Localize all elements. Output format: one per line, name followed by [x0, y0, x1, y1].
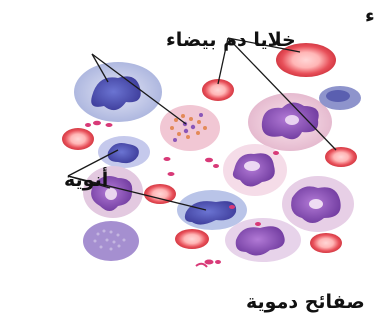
- label-red-blood-cells: خلايا دم حمراء: [365, 5, 374, 27]
- label-white-blood-cells: خلايا دم بيضاء: [166, 29, 296, 51]
- label-platelets: صفائح دموية: [246, 291, 365, 313]
- white-blood-cell: [177, 190, 247, 230]
- red-blood-cell: [175, 229, 209, 249]
- red-blood-cell: [325, 147, 357, 167]
- white-blood-cell: [319, 86, 361, 110]
- white-blood-cell: [282, 176, 354, 232]
- label-nuclei: أنوية: [64, 167, 108, 191]
- white-blood-cell: [74, 62, 162, 122]
- white-blood-cell: [98, 136, 150, 168]
- red-blood-cell: [62, 128, 94, 150]
- white-blood-cell: [225, 218, 301, 262]
- white-blood-cell: [83, 221, 139, 261]
- red-blood-cell: [310, 233, 342, 253]
